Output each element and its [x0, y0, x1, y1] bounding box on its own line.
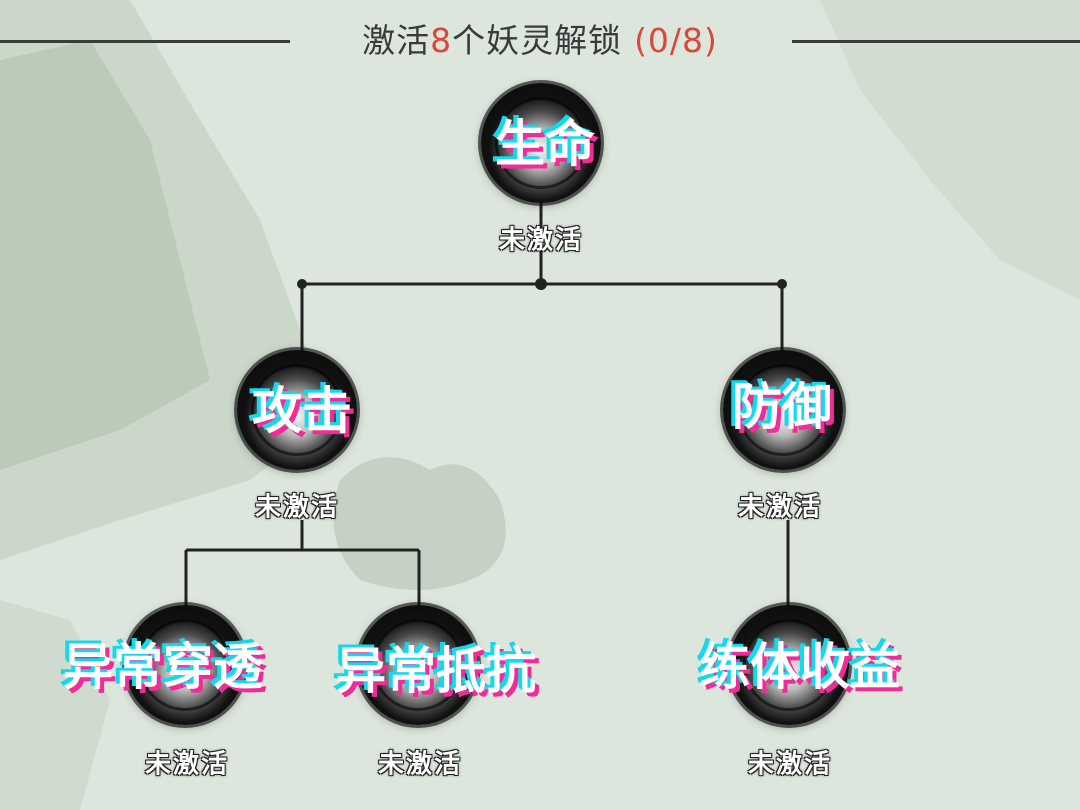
skill-node-status-penetration[interactable]	[125, 605, 245, 725]
unlock-requirement-header: 激活8个妖灵解锁 (0/8)	[0, 14, 1080, 62]
header-suffix: 个妖灵解锁	[452, 21, 623, 60]
skill-node-status-penetration-status: 未激活	[144, 749, 230, 780]
skill-node-body-training-label: 练体收益	[700, 638, 900, 696]
skill-node-status-resistance[interactable]	[358, 605, 478, 725]
header-line-right	[792, 40, 1080, 43]
skill-node-attack[interactable]	[237, 350, 357, 470]
skill-node-life-label: 生命	[495, 115, 595, 173]
skill-node-body-training-status: 未激活	[747, 749, 833, 780]
skill-node-life-status: 未激活	[498, 225, 584, 256]
skill-node-defense-status: 未激活	[737, 492, 823, 523]
header-required-number: 8	[430, 21, 453, 60]
header-progress: (0/8)	[634, 21, 718, 60]
skill-node-body-training[interactable]	[729, 605, 849, 725]
skill-node-attack-label: 攻击	[252, 382, 352, 440]
skill-node-defense-label: 防御	[732, 378, 832, 436]
header-line-left	[0, 40, 290, 43]
skill-node-defense[interactable]	[723, 350, 843, 470]
skill-node-attack-status: 未激活	[254, 492, 340, 523]
skill-node-status-resistance-label: 异常抵抗	[336, 642, 536, 700]
skill-node-life[interactable]	[481, 83, 601, 203]
header-prefix: 激活	[362, 21, 431, 60]
skill-node-status-penetration-label: 异常穿透	[63, 638, 263, 696]
skill-node-status-resistance-status: 未激活	[377, 749, 463, 780]
